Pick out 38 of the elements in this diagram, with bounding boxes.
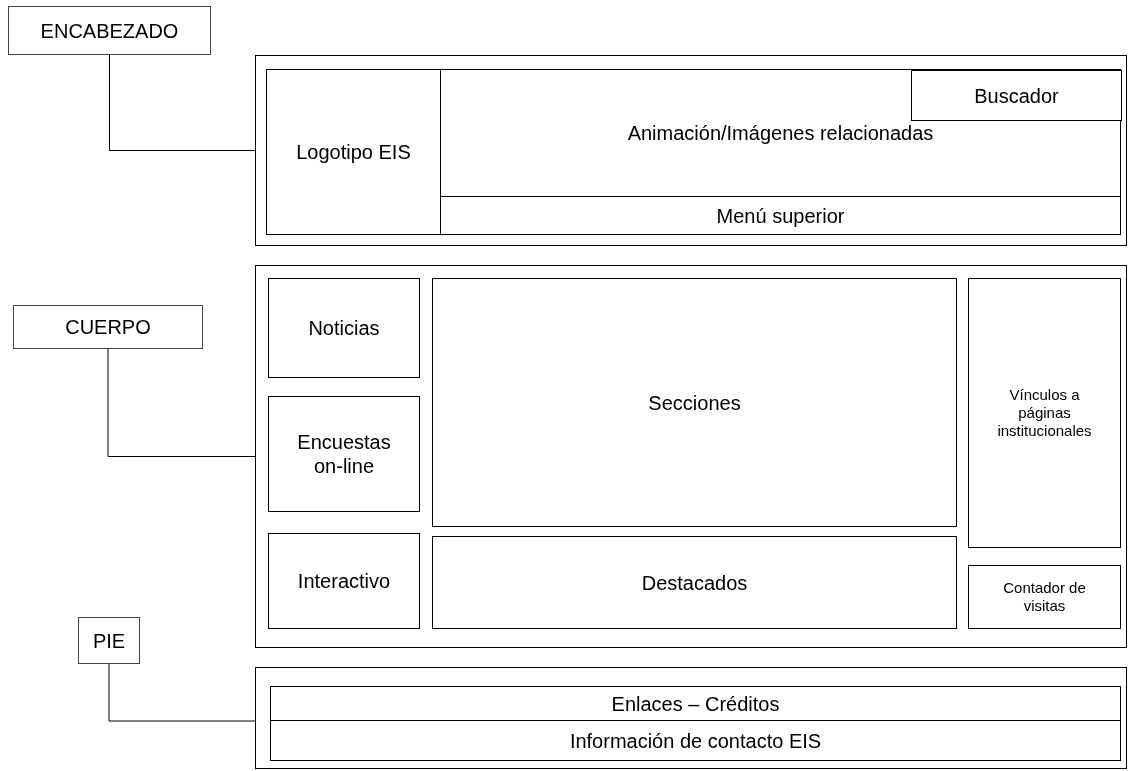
layout-region bbox=[440, 196, 1121, 235]
region-label: Menú superior bbox=[716, 203, 845, 228]
layout-region bbox=[968, 278, 1121, 548]
layout-region bbox=[911, 70, 1122, 121]
region-label: Información de contacto EIS bbox=[569, 728, 822, 753]
layout-region bbox=[432, 278, 957, 527]
layout-region bbox=[270, 720, 1121, 761]
layout-region bbox=[968, 565, 1121, 629]
region-label: Noticias bbox=[308, 316, 380, 340]
region-label: ENCABEZADO bbox=[40, 18, 179, 43]
region-label: Buscador bbox=[974, 83, 1059, 108]
section-frame bbox=[255, 55, 1127, 246]
region-label: Secciones bbox=[648, 390, 741, 415]
connector-line bbox=[108, 663, 256, 722]
connector-line bbox=[109, 54, 256, 151]
section-frame bbox=[255, 265, 1127, 648]
region-label: Interactivo bbox=[297, 569, 391, 593]
layout-region bbox=[268, 396, 420, 512]
layout-region bbox=[268, 533, 420, 629]
region-label: Contador de visitas bbox=[1002, 579, 1087, 615]
layout-region bbox=[268, 278, 420, 378]
layout-region bbox=[266, 69, 441, 235]
layout-region bbox=[432, 536, 957, 629]
layout-region bbox=[270, 686, 1121, 721]
region-label: Animación/Imágenes relacionadas bbox=[627, 121, 934, 145]
region-label: Enlaces – Créditos bbox=[611, 691, 780, 716]
region-label: PIE bbox=[92, 628, 126, 653]
region-label: Vínculos a páginas institucionales bbox=[996, 386, 1093, 440]
section-frame bbox=[255, 667, 1127, 769]
connector-line bbox=[107, 348, 256, 457]
section-tag bbox=[78, 617, 140, 664]
layout-region bbox=[440, 69, 1121, 197]
region-label: CUERPO bbox=[65, 315, 151, 339]
region-label: Logotipo EIS bbox=[296, 140, 411, 164]
section-tag bbox=[13, 305, 203, 349]
region-label: Destacados bbox=[641, 570, 748, 595]
section-tag bbox=[8, 6, 211, 55]
region-label: Encuestas on-line bbox=[296, 430, 392, 478]
